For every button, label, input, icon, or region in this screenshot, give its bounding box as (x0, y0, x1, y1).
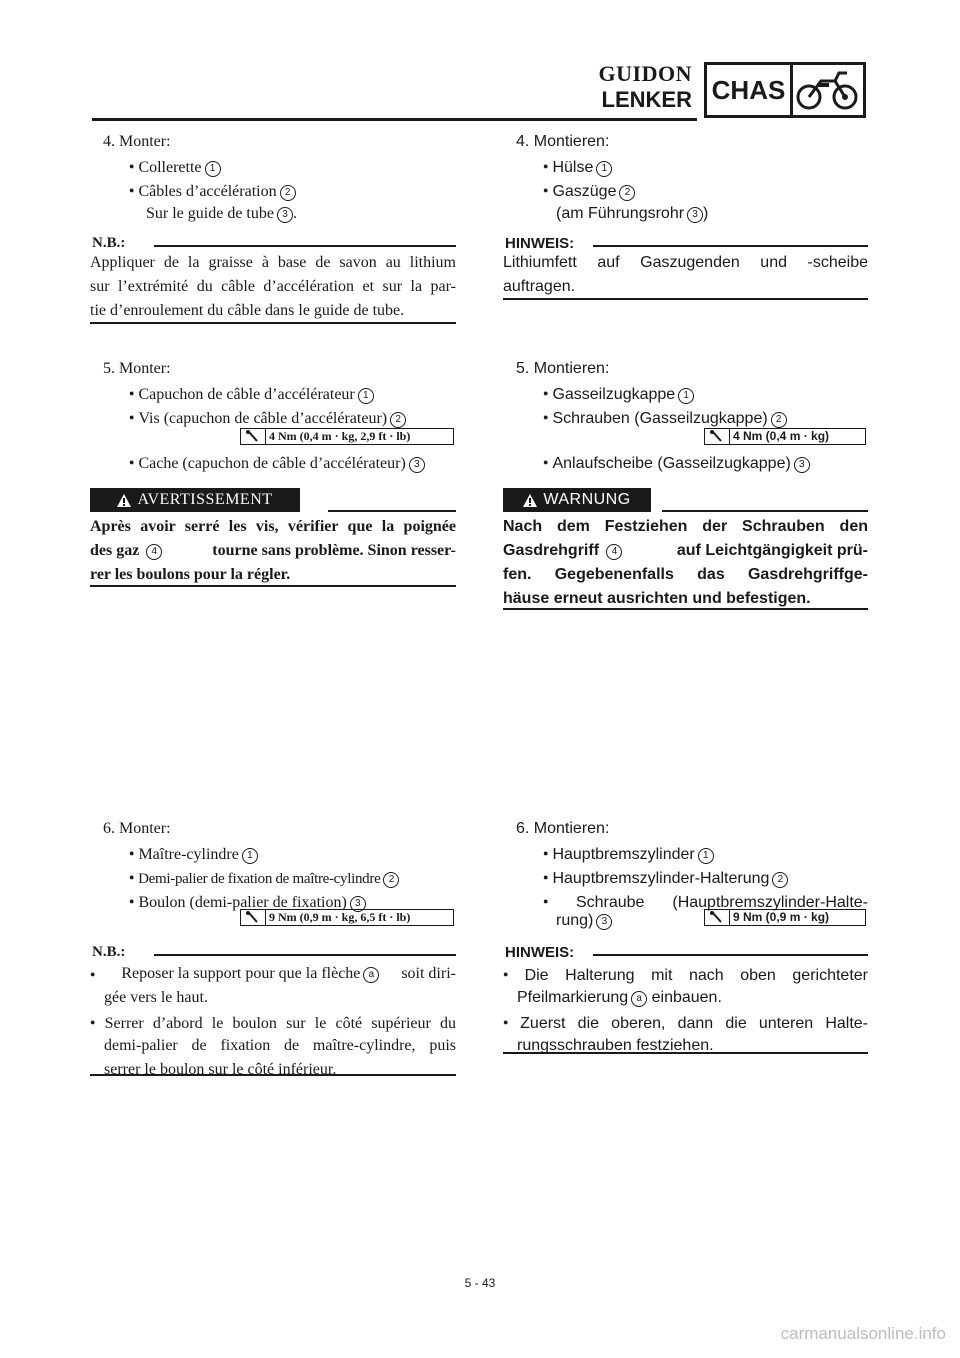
fr-note1-label: N.B.: (92, 235, 126, 251)
de-step5-torque: 4 Nm (0,4 m · kg) (704, 428, 866, 445)
fr-note2-bullet2-line2: demi-palier de fixation de maître-cylind… (104, 1037, 456, 1054)
section-tab: CHAS (704, 62, 866, 118)
fr-step4-heading: 4. Monter: (103, 133, 171, 150)
fr-step6-torque: 9 Nm (0,9 m · kg, 6,5 ft · lb) (240, 909, 454, 926)
de-step4-heading: 4. Montieren: (516, 133, 610, 150)
fr-note2-bottom-rule (90, 1074, 456, 1076)
fr-warning-top-rule (328, 510, 456, 512)
wrench-icon (241, 910, 266, 925)
fr-note1-bottom-rule (90, 322, 456, 324)
fr-note1-line2: sur l’extrémité du câble d’accélération … (90, 278, 456, 295)
de-step6-item3-cont: rung)3 (556, 909, 613, 933)
fr-note1-line3: tie d’enroulement du câble dans le guide… (90, 302, 405, 319)
warning-icon (523, 493, 538, 507)
fr-warning-line3: rer les boulons pour la régler. (90, 566, 291, 583)
de-warning-top-rule (662, 510, 868, 512)
fr-step6-item3: Boulon (demi-palier de fixation)3 (129, 889, 366, 915)
fr-warning-line1: Après avoir serré les vis, vérifier que … (90, 518, 456, 535)
watermark: carmanualsonline.info (780, 1324, 946, 1343)
de-warning-line1: Nach dem Festziehen der Schrauben den (503, 518, 868, 535)
wrench-icon (705, 910, 730, 925)
de-note2-bullet2-line1: Zuerst die oberen, dann die unteren Halt… (503, 1010, 868, 1036)
fr-warning-bottom-rule (90, 585, 456, 587)
de-warning-bottom-rule (503, 608, 868, 610)
section-label: CHAS (707, 65, 793, 115)
de-note2-top-rule (593, 954, 868, 956)
de-note2-bullet1: Die Halterung mit nach oben gerichteter (503, 962, 868, 988)
wrench-icon (241, 429, 266, 444)
fr-step5-torque: 4 Nm (0,4 m · kg, 2,9 ft · lb) (240, 428, 454, 445)
header-rule (92, 118, 697, 121)
warning-icon (117, 493, 132, 507)
fr-note2-bullet1: Reposer la support pour que la flècheaso… (90, 962, 456, 986)
fr-step6-item2: Demi-palier de fixation de maître-cylind… (129, 865, 400, 891)
de-note1-label: HINWEIS: (505, 235, 575, 252)
fr-note1-line1: Appliquer de la graisse à base de savon … (90, 254, 456, 271)
fr-note1-top-rule (154, 245, 456, 247)
de-step6-torque: 9 Nm (0,9 m · kg) (704, 909, 866, 926)
fr-step5-item3: Cache (capuchon de câble d’accélérateur)… (129, 450, 425, 476)
header-title-de: LENKER (601, 87, 692, 112)
de-step6-heading: 6. Montieren: (516, 820, 610, 837)
header-title-fr: GUIDON (598, 61, 692, 86)
de-step5-item2: Schrauben (Gasseilzugkappe)2 (543, 405, 787, 431)
fr-step5-item2: Vis (capuchon de câble d’accélérateur)2 (129, 405, 407, 431)
de-note2-bullet2-line2: rungsschrauben festziehen. (517, 1037, 714, 1054)
fr-note2-label: N.B.: (92, 944, 126, 960)
de-note1-line1: Lithiumfett auf Gaszugenden und -scheibe (503, 254, 868, 271)
de-warning-badge: WARNUNG (503, 488, 651, 512)
fr-note2-top-rule (154, 954, 456, 956)
de-warning-line3: fen. Gegebenenfalls das Gasdrehgriffge- (503, 566, 868, 583)
de-note1-bottom-rule (503, 298, 868, 300)
de-note1-top-rule (593, 245, 868, 247)
de-note2-bottom-rule (503, 1052, 868, 1054)
fr-note2-bullet1-cont: gée vers le haut. (104, 989, 208, 1006)
fr-note2-bullet2-line3: serrer le boulon sur le côté inférieur. (104, 1061, 337, 1078)
de-note1-line2: auftragen. (503, 278, 576, 295)
de-note2-label: HINWEIS: (505, 944, 575, 961)
de-step5-item3: Anlaufscheibe (Gasseilzugkappe)3 (543, 450, 810, 476)
de-warning-line4: häuse erneut ausrichten und befestigen. (503, 590, 811, 607)
fr-step5-heading: 5. Monter: (103, 360, 171, 377)
de-step5-heading: 5. Montieren: (516, 360, 610, 377)
wrench-icon (705, 429, 730, 444)
motorcycle-icon (796, 71, 858, 110)
fr-note2-bullet2-line1: Serrer d’abord le boulon sur le côté sup… (90, 1010, 456, 1036)
page-number: 5 - 43 (464, 1276, 496, 1290)
fr-step6-heading: 6. Monter: (103, 820, 171, 837)
fr-warning-badge: AVERTISSEMENT (90, 488, 300, 512)
de-step6-item3: Schraube (Hauptbremszylinder-Halte- (543, 889, 868, 915)
